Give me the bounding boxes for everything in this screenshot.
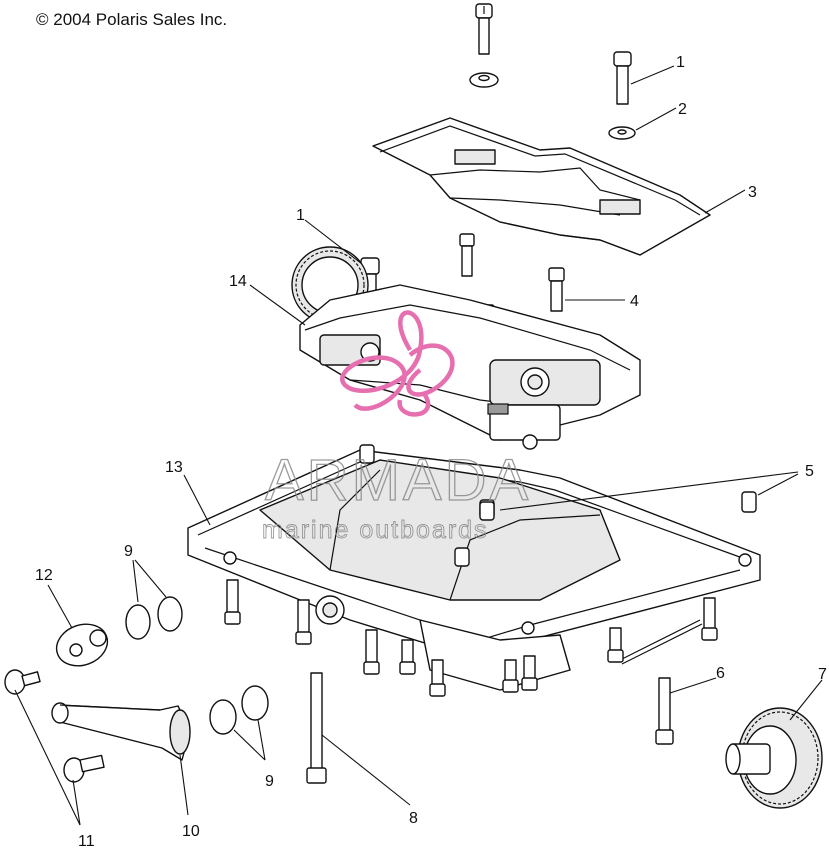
- callout-12: 12: [35, 567, 53, 584]
- o-ring-part-9-lower: [209, 685, 269, 735]
- callout-11: 11: [78, 833, 95, 847]
- pickup-tube-part-10: [51, 702, 191, 761]
- pan-bolt-5: [429, 659, 446, 697]
- leader-lines: [14, 65, 823, 826]
- long-bolt-part-8: [306, 672, 327, 784]
- dowel-part-5-left: [479, 501, 495, 521]
- watermark-logo: [340, 310, 455, 417]
- callout-7: 7: [818, 666, 827, 683]
- copyright-notice: © 2004 Polaris Sales Inc.: [36, 10, 228, 29]
- callout-2: 2: [678, 101, 687, 118]
- bolt-part-1-upper: [613, 51, 632, 105]
- pan-bolt-9: [701, 597, 718, 641]
- callout-9-lower: 9: [265, 773, 274, 790]
- callout-6: 6: [716, 665, 725, 682]
- top-bolt: [475, 3, 493, 55]
- pan-bolt-2: [295, 599, 312, 645]
- watermark-title: ARMADA: [265, 448, 531, 513]
- callout-14: 14: [229, 273, 247, 290]
- pan-bolt-7: [521, 655, 538, 691]
- callout-10: 10: [182, 823, 200, 840]
- watermark-subtitle: marine outboards: [262, 516, 489, 544]
- dowel-part-5-right: [741, 491, 757, 513]
- pan-bolt-8: [607, 627, 624, 663]
- oil-pan-part-13: [187, 444, 761, 691]
- callout-1-upper: 1: [676, 54, 685, 71]
- drain-plug-part-12: [55, 623, 109, 667]
- callout-3: 3: [748, 184, 757, 201]
- callout-4: 4: [630, 293, 639, 310]
- pan-bolt-1: [224, 579, 241, 625]
- gear-part-7: [725, 707, 823, 809]
- callout-13: 13: [165, 459, 183, 476]
- baffle-plate-part-3: [372, 117, 711, 256]
- o-ring-part-9-upper: [125, 596, 183, 640]
- callout-9-upper: 9: [124, 543, 133, 560]
- bolt-part-11-right: [63, 754, 105, 783]
- top-washer: [469, 72, 499, 88]
- washer-part-2: [608, 126, 636, 140]
- pan-bolt-4: [399, 639, 416, 675]
- bolt-part-6: [655, 677, 674, 745]
- oil-pump-part-14: [291, 246, 641, 450]
- pan-bolt-6: [502, 659, 519, 693]
- small-bolt-center: [459, 233, 475, 277]
- callout-8: 8: [409, 810, 418, 827]
- bolt-part-4: [548, 267, 565, 312]
- callout-1-lower: 1: [296, 207, 305, 224]
- callout-5: 5: [805, 463, 814, 480]
- pan-bolt-3: [363, 629, 380, 675]
- bolt-part-11-left: [4, 669, 41, 695]
